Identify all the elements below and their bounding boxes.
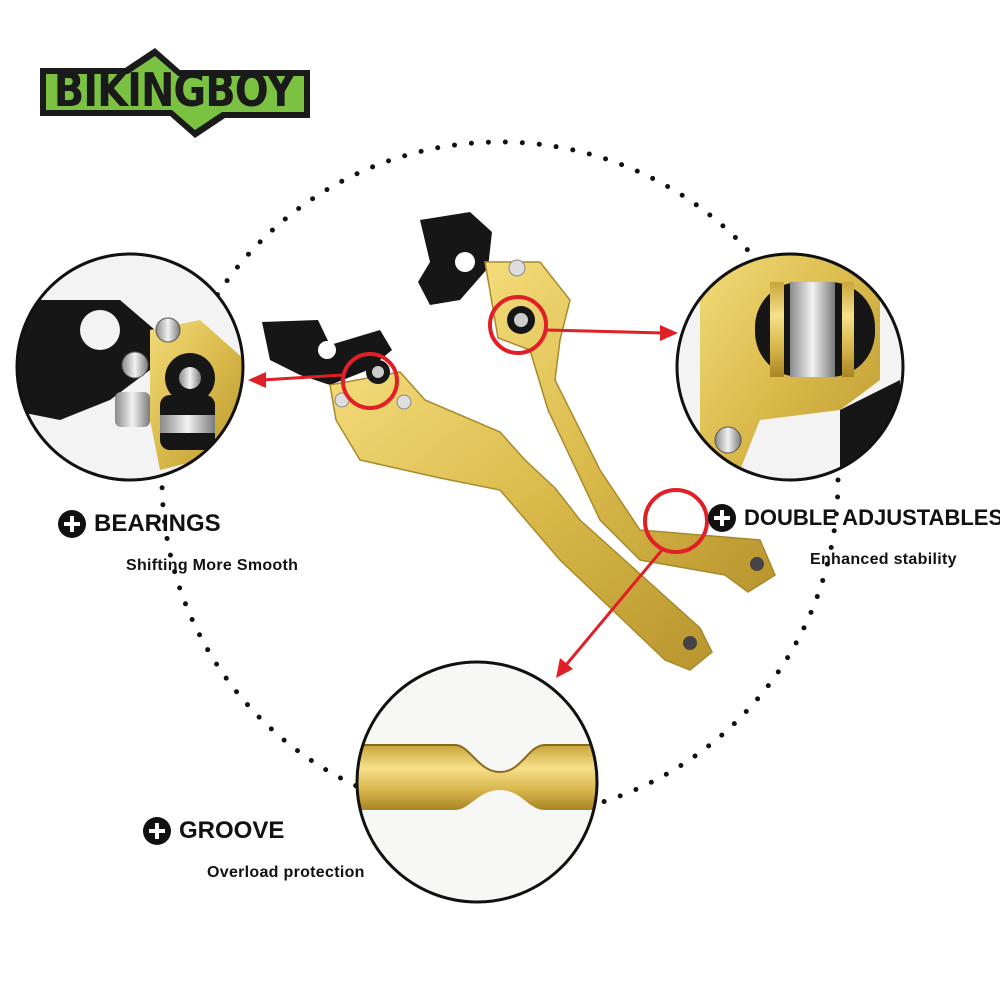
feature-subtitle: Enhanced stability bbox=[810, 551, 957, 568]
feature-title: BEARINGS bbox=[94, 510, 221, 537]
callout-circle-bearings bbox=[341, 352, 399, 410]
feature-subtitle: Shifting More Smooth bbox=[126, 557, 299, 574]
dotted-outline bbox=[159, 139, 841, 821]
plus-circle-icon bbox=[708, 504, 736, 532]
feature-bearings: BEARINGS bbox=[58, 510, 221, 538]
plus-circle-icon bbox=[143, 817, 171, 845]
feature-double-adjustables: DOUBLE ADJUSTABLES bbox=[708, 504, 1000, 532]
plus-circle-icon bbox=[58, 510, 86, 538]
callout-arrows bbox=[248, 325, 678, 678]
detail-groove bbox=[355, 660, 599, 904]
callout-circle-groove bbox=[643, 488, 709, 554]
brand-logo-text: BIKINGBOY bbox=[53, 64, 296, 118]
feature-groove: GROOVE bbox=[143, 817, 284, 845]
lever-left bbox=[262, 320, 713, 671]
brand-logo bbox=[40, 48, 310, 138]
feature-title: GROOVE bbox=[179, 817, 285, 844]
lever-right bbox=[418, 212, 776, 593]
callout-circle-adjustables bbox=[488, 295, 548, 355]
detail-adjustables bbox=[675, 252, 905, 482]
feature-title: DOUBLE ADJUSTABLES bbox=[744, 505, 1000, 530]
feature-subtitle: Overload protection bbox=[207, 864, 365, 881]
detail-bearings bbox=[15, 252, 245, 482]
